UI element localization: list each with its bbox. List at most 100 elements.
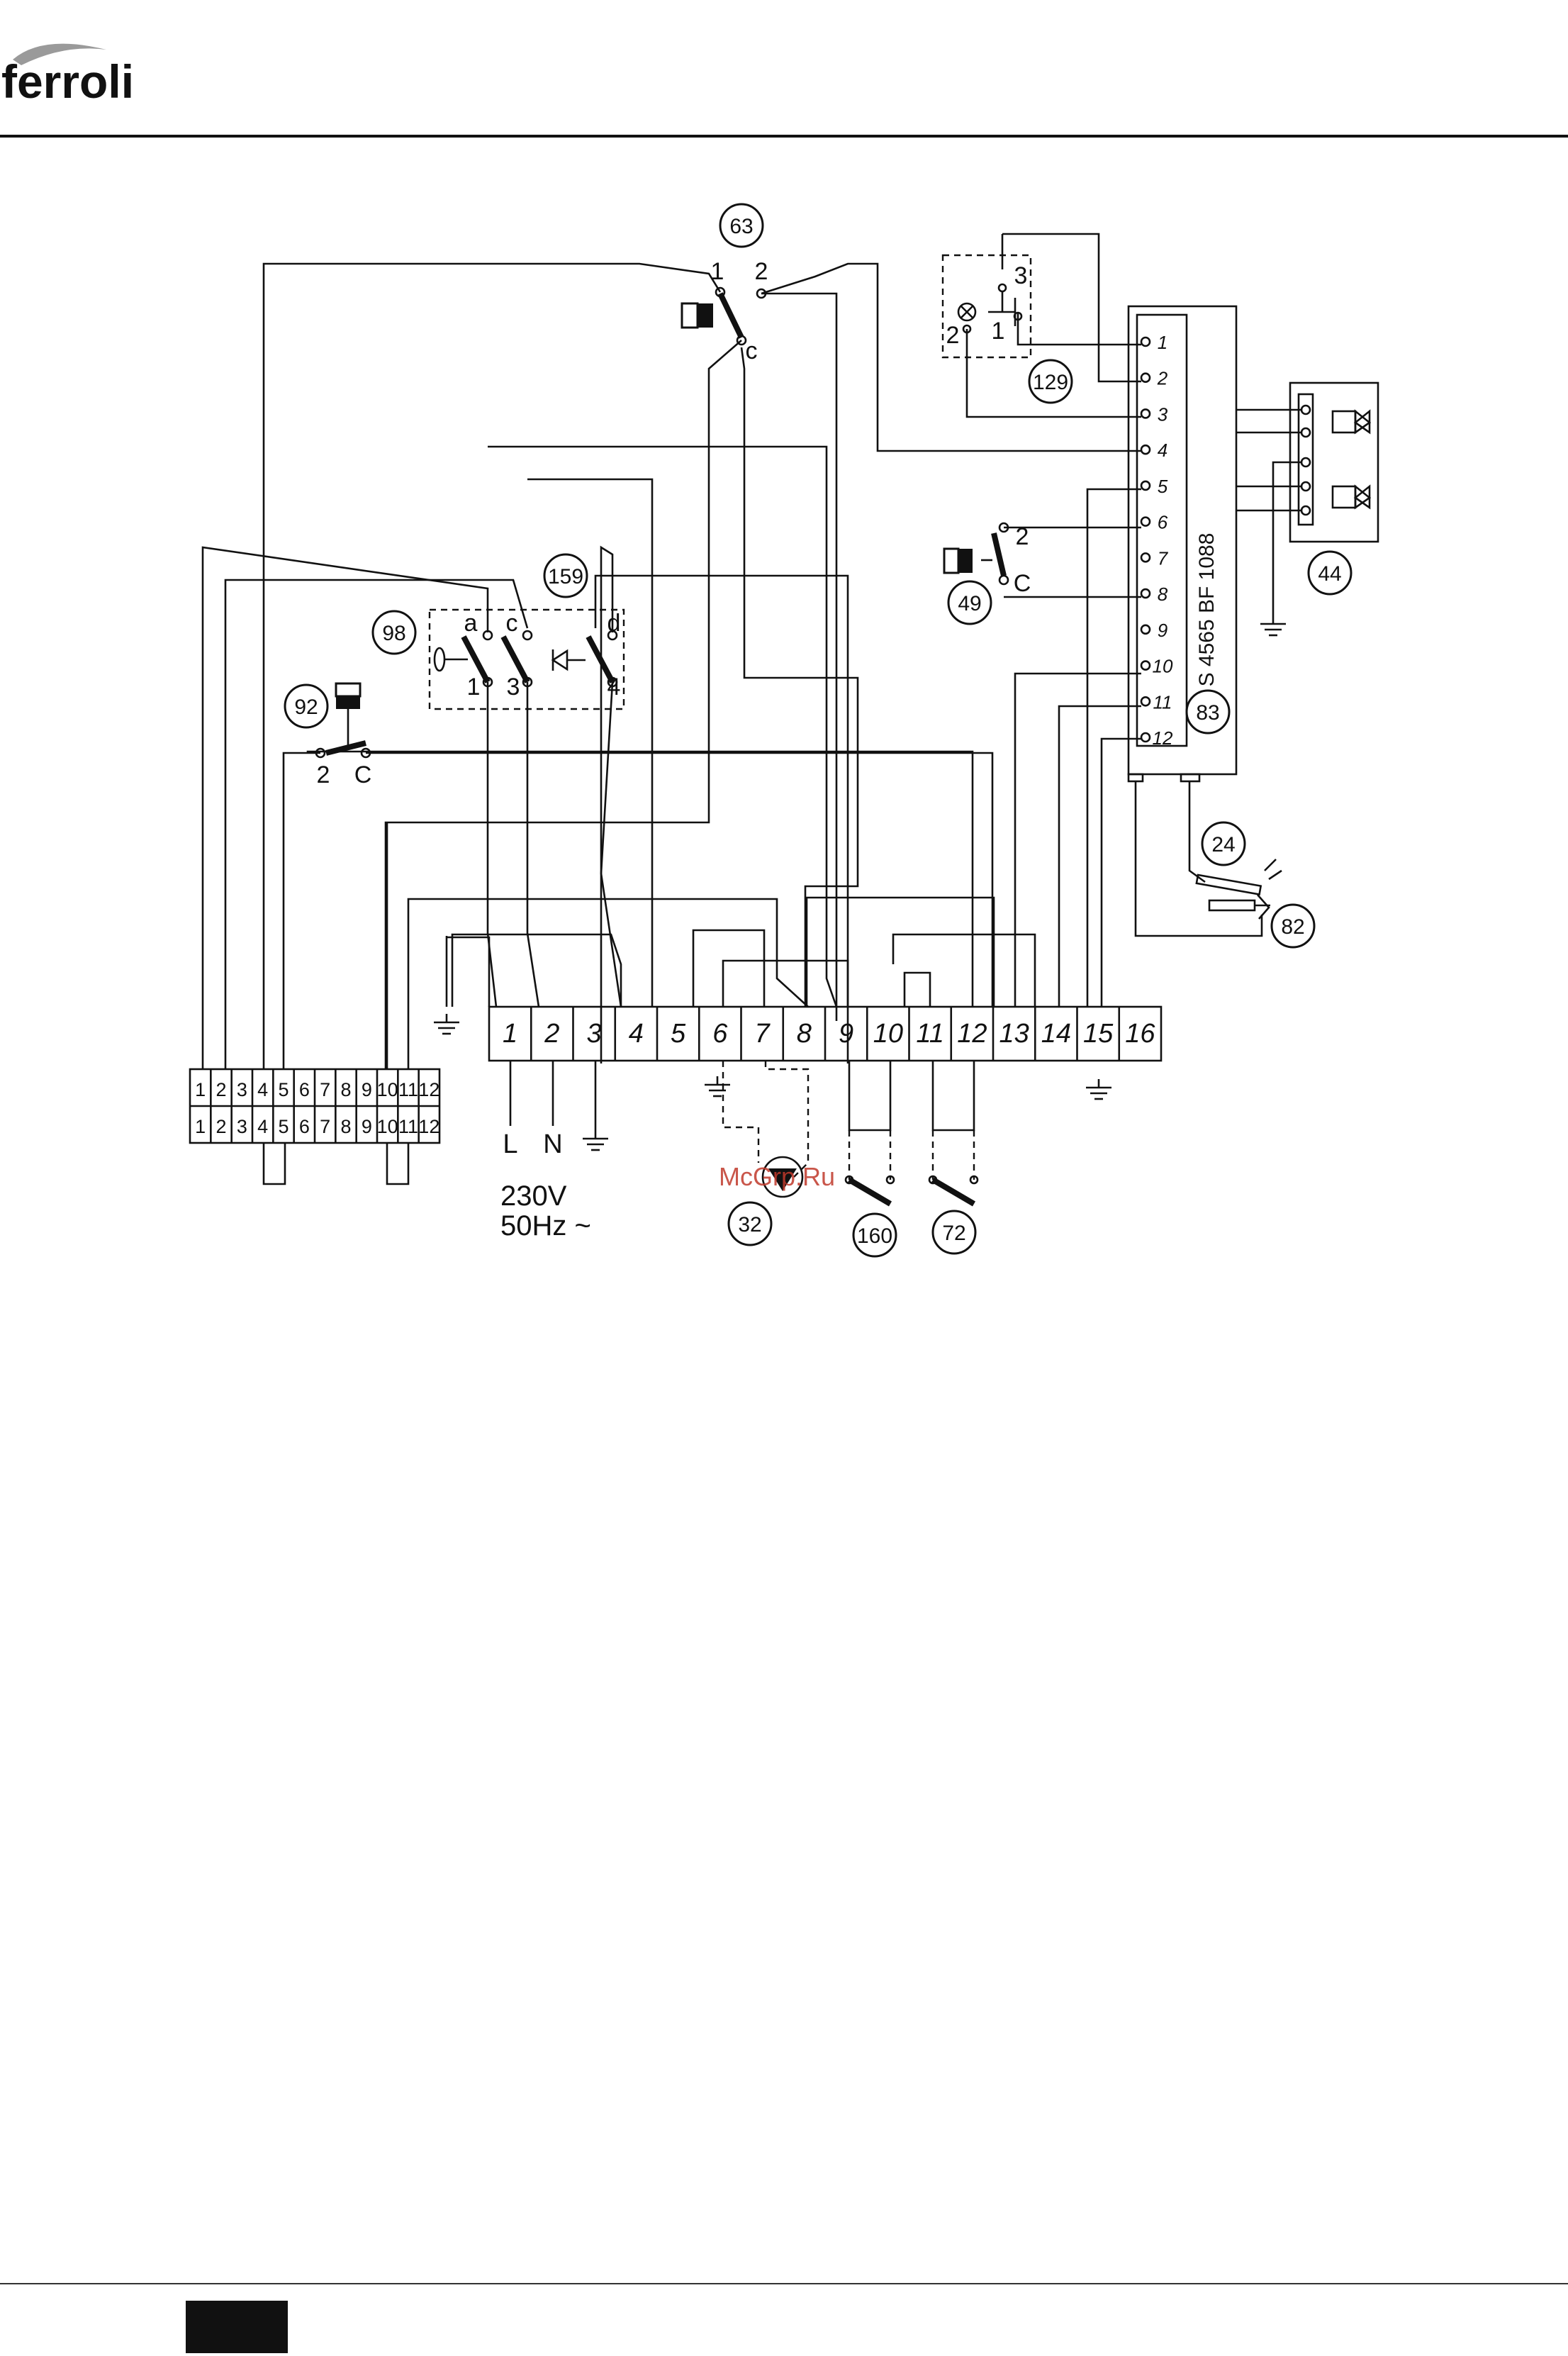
control-box-pin-label: 3	[1158, 403, 1168, 425]
c98-label-1: 1	[467, 674, 481, 700]
connector-label-top: 10	[377, 1079, 398, 1100]
component-id-label: 24	[1211, 833, 1235, 856]
component-id-label: 129	[1033, 371, 1068, 394]
control-box-pin	[1141, 733, 1150, 742]
control-box-pin-label: 6	[1158, 512, 1168, 533]
control-box-pin-label: 4	[1158, 440, 1167, 461]
terminal-label: 13	[999, 1019, 1029, 1049]
terminal-label: 7	[755, 1019, 771, 1049]
connector-label-top: 4	[257, 1079, 268, 1100]
component-id-label: 44	[1318, 562, 1341, 586]
connector-label-top: 8	[340, 1079, 351, 1100]
c63-label-2: 2	[755, 258, 768, 285]
connector-label-top: 9	[362, 1079, 372, 1100]
control-box-pin	[1141, 518, 1150, 526]
terminal-label: 12	[957, 1019, 987, 1049]
supply-voltage-label: 230V	[500, 1180, 567, 1212]
c63-label-1: 1	[711, 258, 724, 285]
connector-label-bottom: 4	[257, 1116, 268, 1137]
control-box-pin	[1141, 625, 1150, 634]
terminal-label: 11	[916, 1019, 943, 1049]
supply-frequency-label: 50Hz ~	[500, 1210, 591, 1241]
connector-label-top: 12	[418, 1079, 439, 1100]
switches-160-72	[846, 1176, 978, 1204]
connector-label-bottom: 11	[398, 1116, 418, 1137]
page-tab	[186, 2301, 288, 2353]
connector-label-bottom: 1	[195, 1116, 206, 1137]
component-id-label: 92	[294, 696, 318, 719]
valve-pin	[1301, 428, 1310, 437]
control-box-pin	[1141, 409, 1150, 418]
c63-label-c: c	[746, 337, 758, 364]
control-box-pin-label: 7	[1158, 547, 1169, 569]
connector-label-top: 7	[320, 1079, 330, 1100]
control-box-pin	[1141, 337, 1150, 346]
component-id-label: 32	[738, 1213, 761, 1236]
supply-line-label: L	[503, 1129, 517, 1159]
c159-label-4: 4	[607, 674, 621, 700]
watermark: McGrp.Ru	[719, 1162, 835, 1191]
c129-label-2: 2	[946, 322, 960, 349]
connector-label-top: 2	[215, 1079, 226, 1100]
terminal-label: 15	[1083, 1019, 1114, 1049]
component-id-label: 82	[1281, 915, 1304, 939]
connector-label-bottom: 3	[237, 1116, 247, 1137]
supply-labels: L N 230V 50Hz ~	[500, 1129, 591, 1241]
electrodes-24-82	[1197, 859, 1282, 919]
c92-label-2: 2	[317, 761, 330, 788]
terminal-label: 8	[797, 1019, 812, 1049]
control-box-pin-label: 8	[1158, 584, 1168, 605]
connector-label-bottom: 10	[377, 1116, 398, 1137]
c129-label-1: 1	[992, 318, 1005, 345]
c159-label-d: d	[607, 610, 621, 637]
c49-label-2: 2	[1016, 523, 1029, 550]
control-box-pin	[1141, 697, 1150, 705]
component-id-label: 72	[942, 1222, 965, 1245]
terminal-label: 14	[1041, 1019, 1071, 1049]
connector-label-top: 3	[237, 1079, 247, 1100]
control-box-pin	[1141, 589, 1150, 598]
supply-neutral-label: N	[543, 1129, 562, 1159]
switch-63: 1 2 c	[682, 258, 768, 364]
c92-label-c: C	[354, 761, 372, 788]
connector-label-bottom: 9	[362, 1116, 372, 1137]
terminal-label: 9	[839, 1019, 853, 1049]
control-box-pin-label: 12	[1153, 727, 1173, 749]
terminal-label: 4	[629, 1019, 644, 1049]
control-box-pin	[1141, 445, 1150, 454]
terminal-label: 2	[544, 1019, 559, 1049]
valve-pin	[1301, 458, 1310, 467]
control-box-code: S 4565 BF 1088	[1195, 533, 1219, 687]
component-id-label: 83	[1196, 701, 1219, 725]
component-id-label: 160	[857, 1224, 892, 1248]
terminal-label: 6	[712, 1019, 728, 1049]
terminal-label: 3	[587, 1019, 602, 1049]
control-box-pin	[1141, 553, 1150, 562]
terminal-label: 16	[1125, 1019, 1155, 1049]
connector-label-top: 1	[195, 1079, 206, 1100]
terminal-label: 10	[873, 1019, 903, 1049]
control-box-pin	[1141, 374, 1150, 382]
c49-label-c: C	[1014, 570, 1031, 597]
valve-pin	[1301, 406, 1310, 414]
c98-label-c: c	[506, 610, 518, 637]
connector-label-top: 11	[398, 1079, 418, 1100]
connector-label-bottom: 6	[299, 1116, 310, 1137]
control-box-pin-label: 1	[1158, 332, 1167, 353]
component-44	[1290, 383, 1378, 542]
connector-label-bottom: 8	[340, 1116, 351, 1137]
control-box-pin	[1141, 481, 1150, 490]
connector-label-top: 6	[299, 1079, 310, 1100]
control-box-pin	[1141, 661, 1150, 670]
connector-label-bottom: 5	[278, 1116, 289, 1137]
control-box-pin-label: 2	[1157, 368, 1168, 389]
control-box-pin-label: 10	[1153, 656, 1173, 677]
control-box-pin-label: 11	[1153, 691, 1172, 713]
control-box-pin-label: 5	[1158, 476, 1168, 497]
connector-label-bottom: 12	[418, 1116, 439, 1137]
connector-label-top: 5	[278, 1079, 289, 1100]
